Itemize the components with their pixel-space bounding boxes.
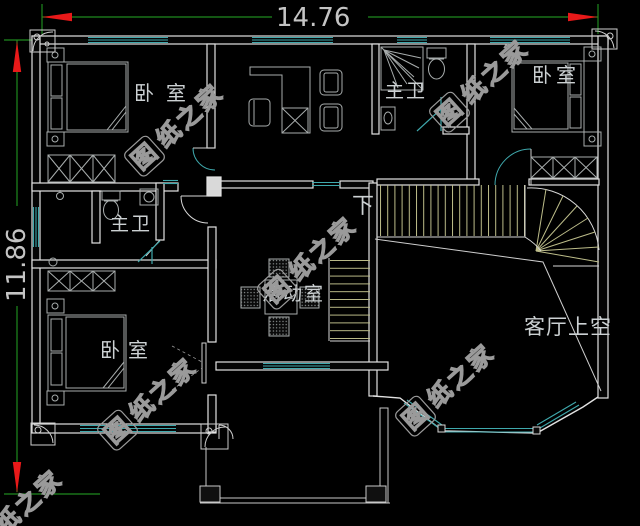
- room-labels: 卧室 卧室 卧室 主卫 主卫 活动室 客厅上空 下: [100, 63, 612, 362]
- closet-fixtures: [48, 190, 64, 267]
- label-living-room-void: 客厅上空: [524, 315, 612, 339]
- bed-bottom-left: [46, 298, 127, 406]
- void-boundary-line: [374, 238, 602, 392]
- label-bedroom-bottom-left: 卧室: [100, 338, 156, 362]
- activity-table-set: [240, 258, 320, 337]
- svg-text:纸之家: 纸之家: [124, 352, 203, 427]
- height-dimension: 11.86: [2, 228, 32, 302]
- shower-top-right: [380, 46, 424, 91]
- label-stairs-down: 下: [352, 194, 374, 219]
- staircase: [328, 185, 602, 392]
- toilet-top-right: [426, 47, 447, 80]
- window-lines: [32, 36, 570, 433]
- label-master-bath-top-right: 主卫: [385, 80, 427, 102]
- toilet-mid-left: [101, 190, 121, 220]
- label-activity-room: 活动室: [262, 283, 325, 305]
- corner-ornaments: [29, 28, 618, 446]
- bed-top-right: [511, 46, 602, 147]
- bay-window: [372, 395, 599, 435]
- porch-outline: [199, 407, 390, 504]
- dimension-arrows: [12, 12, 598, 493]
- study-desk: [248, 66, 343, 134]
- svg-text:纸之家: 纸之家: [422, 338, 501, 413]
- svg-text:图: 图: [126, 138, 163, 175]
- sink-top-right: [380, 106, 396, 131]
- svg-text:图: 图: [431, 94, 468, 131]
- label-bedroom-top-right: 卧室: [532, 63, 580, 87]
- wardrobe-bottom-left: [47, 270, 116, 292]
- wardrobe-top-left: [47, 154, 116, 183]
- wardrobe-top-right: [530, 156, 598, 179]
- watermark: 图 纸之家: [97, 352, 203, 451]
- label-master-bath-mid-left: 主卫: [110, 213, 152, 235]
- furniture: [46, 46, 602, 406]
- width-dimension: 14.76: [276, 3, 350, 33]
- svg-text:纸之家: 纸之家: [0, 464, 69, 526]
- watermark: 图 纸之家: [395, 338, 501, 437]
- label-bedroom-top-left: 卧室: [134, 81, 198, 105]
- svg-text:图: 图: [99, 412, 136, 449]
- svg-text:图: 图: [397, 398, 434, 435]
- bed-top-left: [46, 47, 129, 147]
- sink-mid-left: [139, 188, 159, 206]
